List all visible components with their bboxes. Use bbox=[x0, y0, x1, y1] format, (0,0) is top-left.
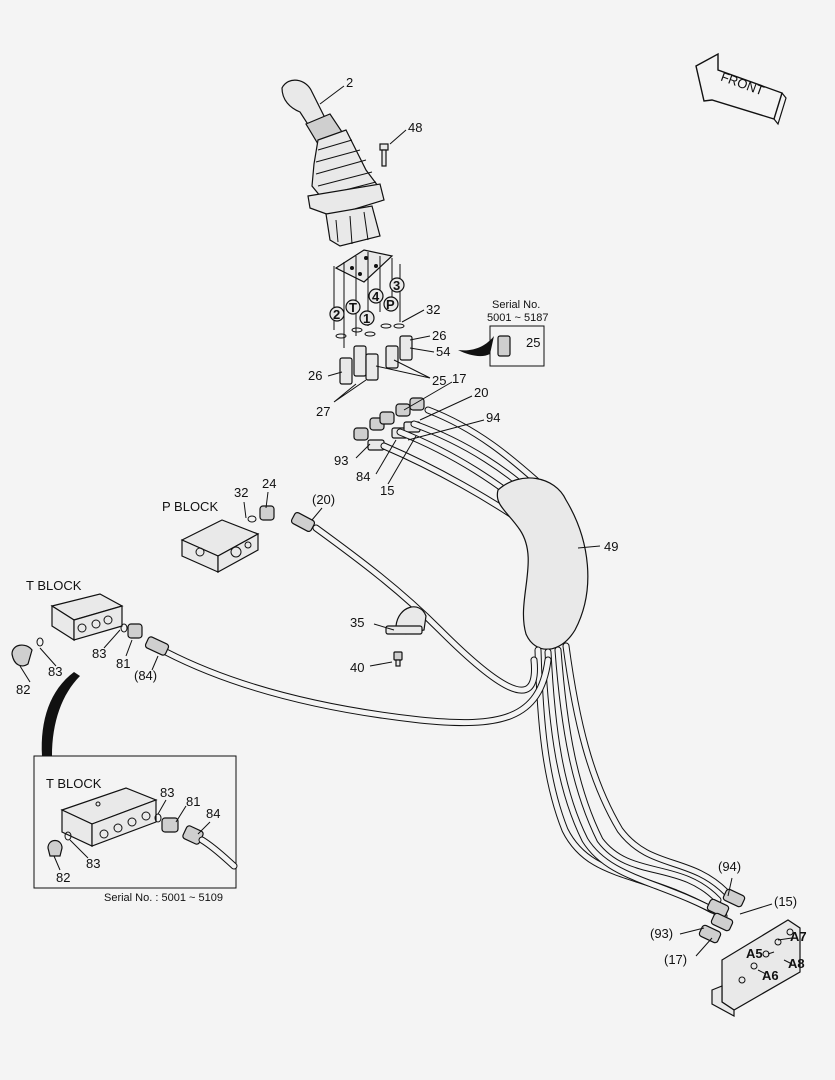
block-labels: P BLOCK T BLOCK T BLOCK Serial No. : 500… bbox=[26, 499, 223, 904]
joystick-lever bbox=[281, 79, 385, 247]
o-rings bbox=[335, 323, 405, 339]
port-markers: 2 T 1 4 P 3 bbox=[329, 277, 405, 326]
t-block-inset-label: T BLOCK bbox=[46, 776, 102, 791]
label-54: 54 bbox=[436, 344, 450, 359]
terminal-labels: A7 A5 A8 A6 bbox=[746, 929, 807, 983]
terminal-a8: A8 bbox=[788, 956, 805, 971]
terminal-bracket bbox=[698, 888, 801, 1018]
label-20: 20 bbox=[474, 385, 488, 400]
label-83-right: 83 bbox=[92, 646, 106, 661]
label-82: 82 bbox=[16, 682, 30, 697]
port-2: 2 bbox=[333, 307, 340, 322]
label-94-paren: (94) bbox=[718, 859, 741, 874]
port-4: 4 bbox=[372, 289, 380, 304]
leader-lines bbox=[19, 85, 793, 975]
port-t: T bbox=[349, 300, 357, 315]
adapters bbox=[339, 335, 413, 385]
label-48: 48 bbox=[408, 120, 422, 135]
label-82-inset: 82 bbox=[56, 870, 70, 885]
label-15: 15 bbox=[380, 483, 394, 498]
label-81-inset: 81 bbox=[186, 794, 200, 809]
p-block-label: P BLOCK bbox=[162, 499, 218, 514]
label-93-paren: (93) bbox=[650, 926, 673, 941]
label-25-serial: 25 bbox=[526, 335, 540, 350]
terminal-a5: A5 bbox=[746, 946, 763, 961]
label-2: 2 bbox=[346, 75, 353, 90]
label-24: 24 bbox=[262, 476, 276, 491]
label-84-inset: 84 bbox=[206, 806, 220, 821]
serial-bottom-label: Serial No. : 5001 ~ 5109 bbox=[104, 892, 223, 904]
serial-top-line1: Serial No. bbox=[492, 299, 540, 311]
port-p: P bbox=[386, 297, 395, 312]
p-block bbox=[180, 505, 275, 574]
label-83-left: 83 bbox=[48, 664, 62, 679]
serial-top-line2: 5001 ~ 5187 bbox=[487, 312, 548, 324]
t-block-inset bbox=[33, 755, 238, 889]
hose-bundle bbox=[380, 406, 730, 920]
supply-hoses bbox=[144, 511, 552, 727]
label-26-right: 26 bbox=[432, 328, 446, 343]
label-17: 17 bbox=[452, 371, 466, 386]
label-49: 49 bbox=[604, 539, 618, 554]
serial-top-box: Serial No. 5001 ~ 5187 bbox=[458, 299, 548, 367]
label-40: 40 bbox=[350, 660, 364, 675]
label-20-paren: (20) bbox=[312, 492, 335, 507]
t-block bbox=[11, 593, 143, 667]
port-3: 3 bbox=[393, 278, 400, 293]
inset-callout bbox=[41, 672, 80, 756]
label-27: 27 bbox=[316, 404, 330, 419]
terminal-a7: A7 bbox=[790, 929, 807, 944]
label-17-paren: (17) bbox=[664, 952, 687, 967]
label-25: 25 bbox=[432, 373, 446, 388]
label-32-top: 32 bbox=[426, 302, 440, 317]
label-35: 35 bbox=[350, 615, 364, 630]
label-84-paren: (84) bbox=[134, 668, 157, 683]
label-94: 94 bbox=[486, 410, 500, 425]
port-1: 1 bbox=[363, 311, 370, 326]
front-arrow: FRONT bbox=[695, 52, 787, 126]
label-83-inset-top: 83 bbox=[160, 785, 174, 800]
label-93: 93 bbox=[334, 453, 348, 468]
flange-plate bbox=[333, 249, 401, 348]
label-81: 81 bbox=[116, 656, 130, 671]
label-84: 84 bbox=[356, 469, 370, 484]
t-block-label: T BLOCK bbox=[26, 578, 82, 593]
label-32-pblock: 32 bbox=[234, 485, 248, 500]
terminal-a6: A6 bbox=[762, 968, 779, 983]
label-83-inset-bottom: 83 bbox=[86, 856, 100, 871]
part-number-labels: 2 48 32 26 54 26 25 17 20 27 94 93 84 15… bbox=[16, 75, 797, 967]
label-26-left: 26 bbox=[308, 368, 322, 383]
label-15-paren: (15) bbox=[774, 894, 797, 909]
clamp-35 bbox=[385, 606, 427, 667]
bolt-48 bbox=[379, 143, 389, 167]
